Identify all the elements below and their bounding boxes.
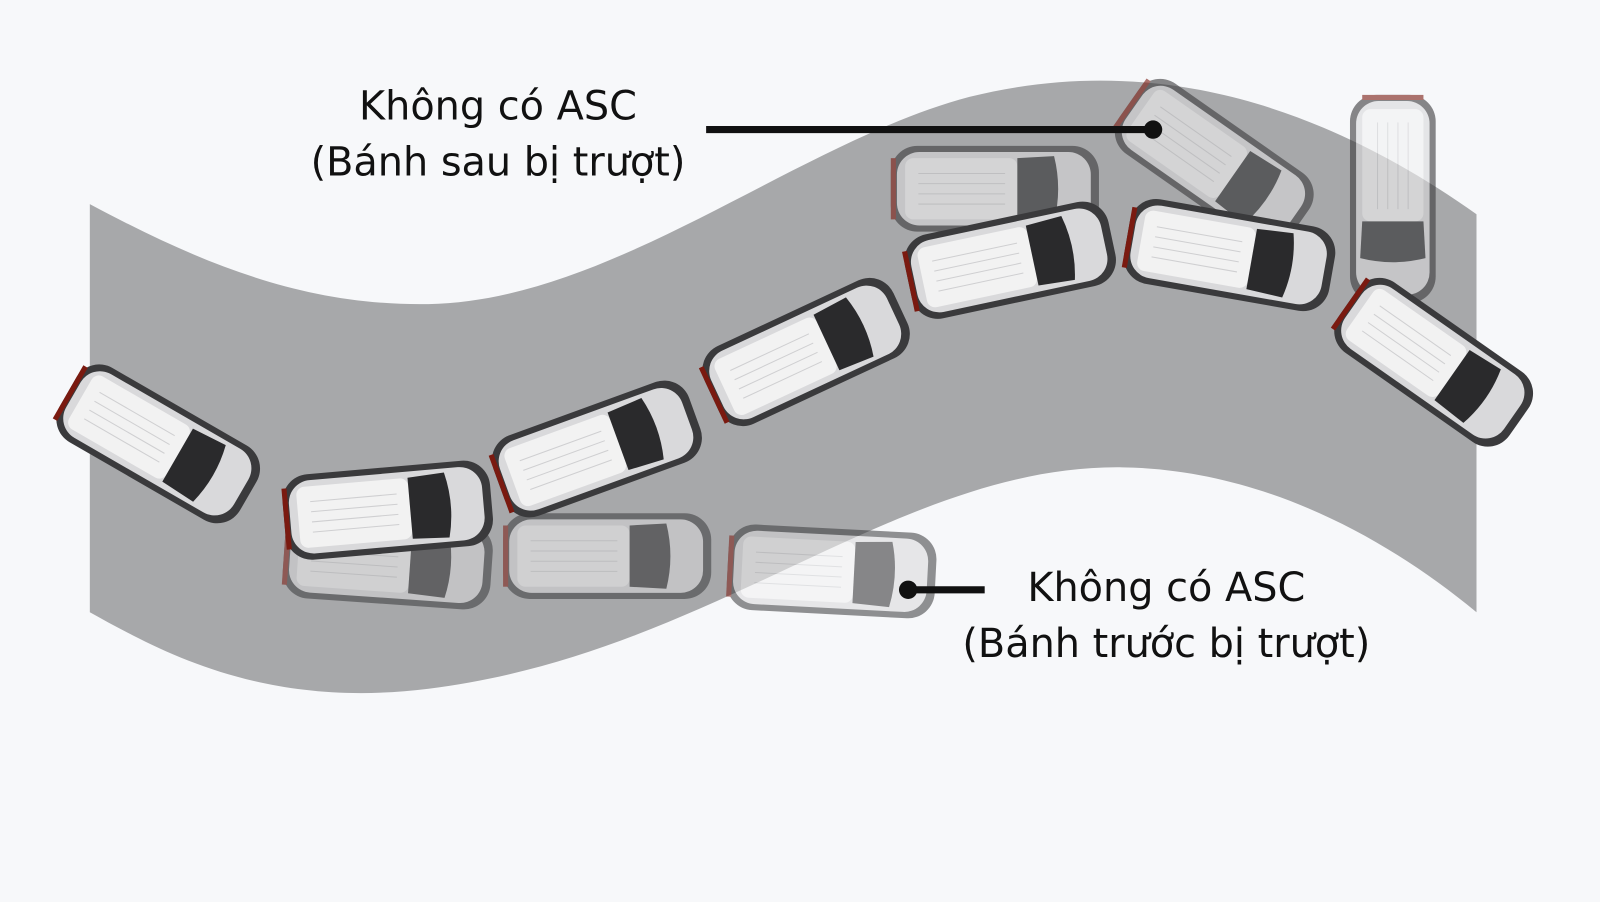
rear-slip-label-line1: Không có ASC [359, 83, 637, 129]
ghost-car [1349, 94, 1436, 304]
front-slip-label-line1: Không có ASC [1027, 565, 1305, 611]
callout-rear-slip: Không có ASC (Bánh sau bị trượt) [311, 83, 1163, 186]
ghost-car [726, 524, 937, 619]
car [1330, 277, 1534, 447]
car [52, 364, 261, 524]
ghost-car [1111, 78, 1314, 248]
callout-dot [1143, 120, 1163, 139]
ghost-car [503, 513, 712, 599]
rear-slip-label-line2: (Bánh sau bị trượt) [311, 140, 686, 186]
front-slip-label-line2: (Bánh trước bị trượt) [962, 621, 1370, 667]
car [698, 277, 910, 427]
car [1121, 199, 1336, 312]
car [281, 460, 493, 560]
car [488, 380, 702, 518]
callout-front-slip: Không có ASC (Bánh trước bị trượt) [898, 565, 1370, 667]
car-group [52, 78, 1534, 619]
callout-dot [898, 580, 918, 599]
car [902, 201, 1116, 319]
